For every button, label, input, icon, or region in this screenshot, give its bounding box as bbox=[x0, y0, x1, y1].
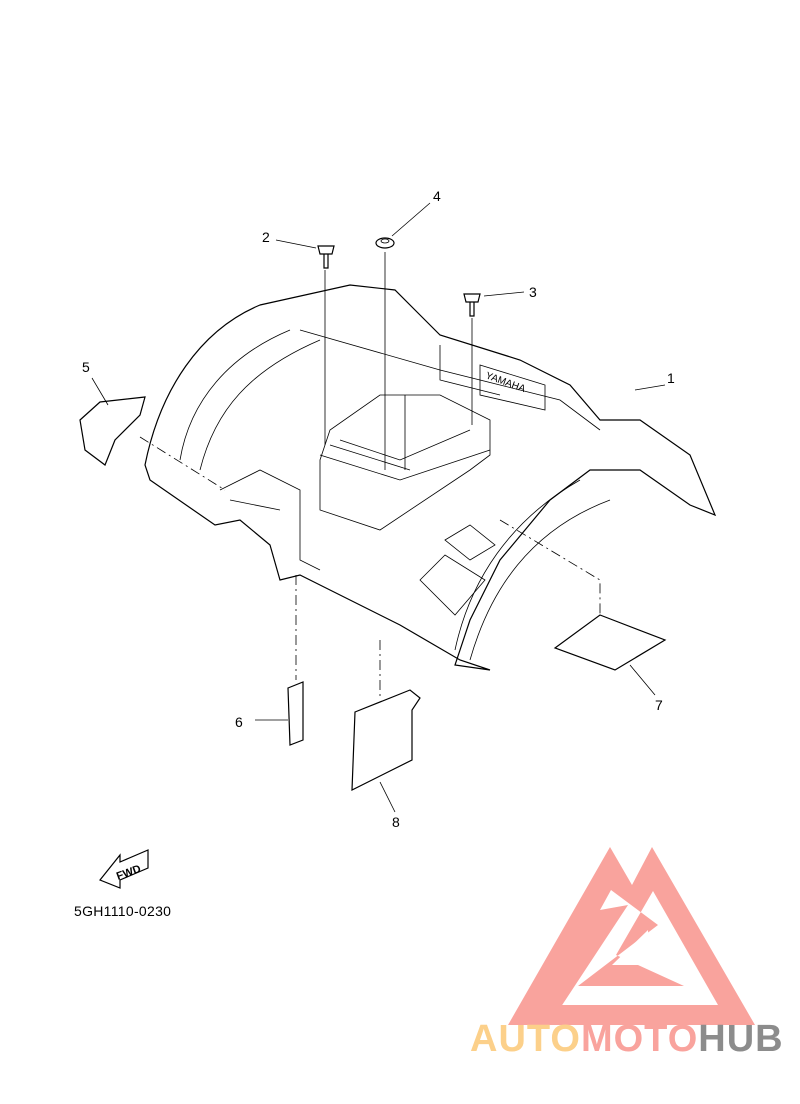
watermark-text: AUTOMOTOHUB bbox=[470, 1018, 784, 1061]
callout-6: 6 bbox=[235, 714, 243, 730]
fwd-label: FWD bbox=[115, 863, 143, 883]
part-5 bbox=[79, 377, 226, 491]
part-6 bbox=[255, 575, 304, 746]
callout-5: 5 bbox=[82, 359, 90, 375]
rear-fender: YAMAHA bbox=[144, 284, 717, 671]
part-8 bbox=[351, 640, 421, 813]
fwd-arrow-icon bbox=[99, 849, 149, 889]
watermark-moto: MOTO bbox=[580, 1018, 699, 1060]
callout-2: 2 bbox=[262, 229, 270, 245]
bolt-3 bbox=[463, 291, 525, 425]
bolt-2 bbox=[275, 239, 335, 445]
callout-7: 7 bbox=[655, 697, 663, 713]
callout-8: 8 bbox=[392, 814, 400, 830]
automotohub-logo-icon bbox=[508, 847, 755, 1025]
nut-4 bbox=[375, 202, 431, 470]
callout-1-leader bbox=[634, 384, 666, 391]
yamaha-emblem: YAMAHA bbox=[484, 370, 527, 395]
watermark-hub: HUB bbox=[698, 1018, 784, 1060]
callout-3: 3 bbox=[529, 284, 537, 300]
callout-1: 1 bbox=[667, 370, 675, 386]
part-code: 5GH1110-0230 bbox=[74, 903, 172, 919]
watermark-auto: AUTO bbox=[470, 1018, 581, 1060]
callout-4: 4 bbox=[433, 188, 441, 204]
part-7 bbox=[499, 519, 667, 696]
